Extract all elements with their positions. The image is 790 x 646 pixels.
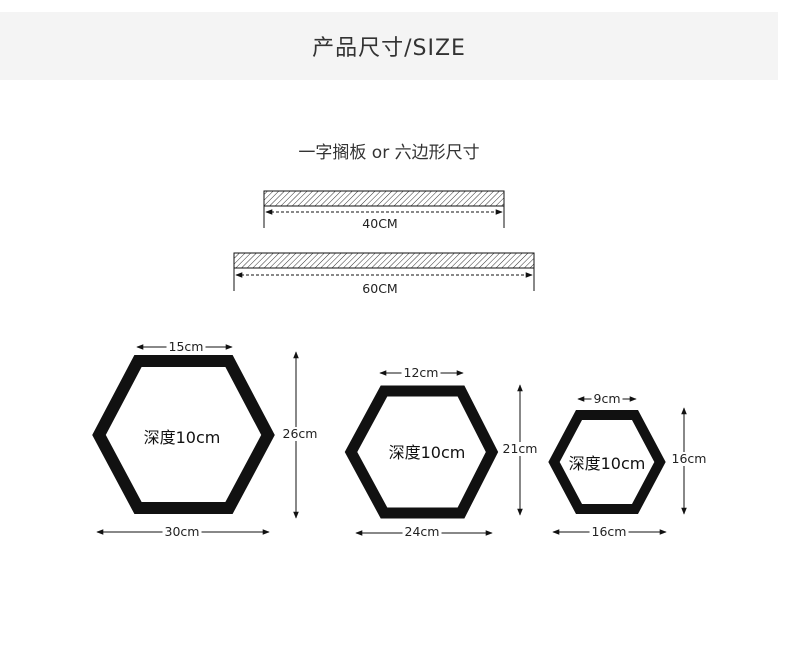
section-subtitle: 一字搁板 or 六边形尺寸 [298,143,480,163]
hexagon-shape [92,355,275,514]
hex-large-depth-label: 深度10cm [143,428,221,447]
shelf-board [233,252,535,269]
hex-small-bottom-label: 16cm [589,524,629,539]
hex-large-side-label: 26cm [280,426,320,441]
hexagon-shape [344,385,499,519]
shelf-40-length-label: 40CM [360,216,400,231]
hex-small-side-label: 16cm [669,451,709,466]
shelf-60-length-label: 60CM [360,281,400,296]
hex-small-depth-label: 深度10cm [568,454,646,473]
hex-small-top-label: 9cm [591,391,623,406]
hex-medium-depth-label: 深度10cm [388,443,466,462]
shelf-40cm [263,190,505,228]
hex-medium-side-label: 21cm [500,441,540,456]
page-title: 产品尺寸/SIZE [312,36,466,61]
shelf-60cm [233,252,535,291]
hex-medium-bottom-label: 24cm [402,524,442,539]
hex-large-top-label: 15cm [166,339,206,354]
hexagon-shape [548,410,666,514]
shelf-board [263,190,505,207]
header-bar: 产品尺寸/SIZE [0,12,778,80]
hex-medium-top-label: 12cm [401,365,441,380]
hex-large-bottom-label: 30cm [162,524,202,539]
